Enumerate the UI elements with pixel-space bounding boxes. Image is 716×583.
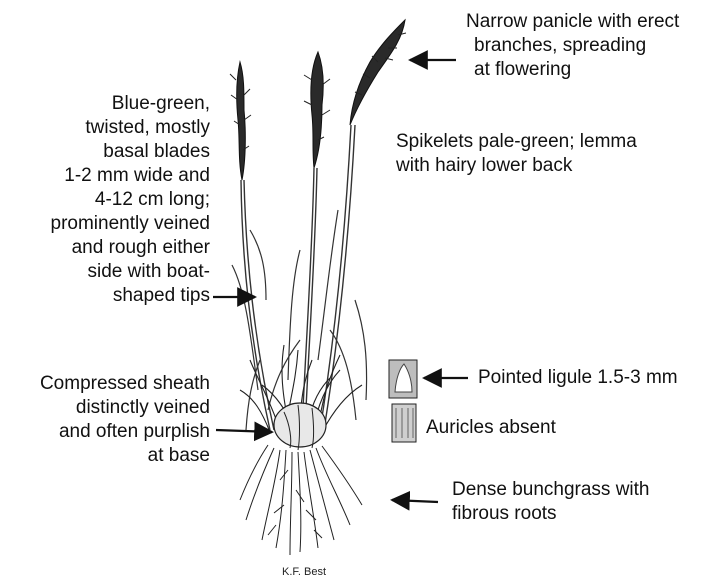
fibrous-roots — [240, 445, 362, 555]
sheath-base — [274, 403, 326, 450]
ligule-annotation: Pointed ligule 1.5-3 mm — [478, 366, 678, 390]
panicle-left — [230, 62, 251, 180]
illustrator-credit: K.F. Best — [282, 566, 326, 578]
spikelets-annotation: Spikelets pale-green; lemma with hairy l… — [396, 130, 637, 178]
arrow-roots — [392, 500, 438, 502]
auricles-annotation: Auricles absent — [426, 416, 556, 440]
culms — [241, 125, 355, 430]
panicle-middle — [304, 52, 330, 168]
blades-annotation: Blue-green, twisted, mostly basal blades… — [0, 92, 210, 308]
sheath-annotation: Compressed sheath distinctly veined and … — [0, 372, 210, 468]
ligule-inset — [389, 360, 417, 442]
arrow-sheath — [216, 430, 272, 432]
roots-annotation: Dense bunchgrass with fibrous roots — [452, 478, 650, 526]
panicle-annotation: Narrow panicle with erect branches, spre… — [466, 10, 679, 82]
panicle-right — [350, 20, 406, 125]
